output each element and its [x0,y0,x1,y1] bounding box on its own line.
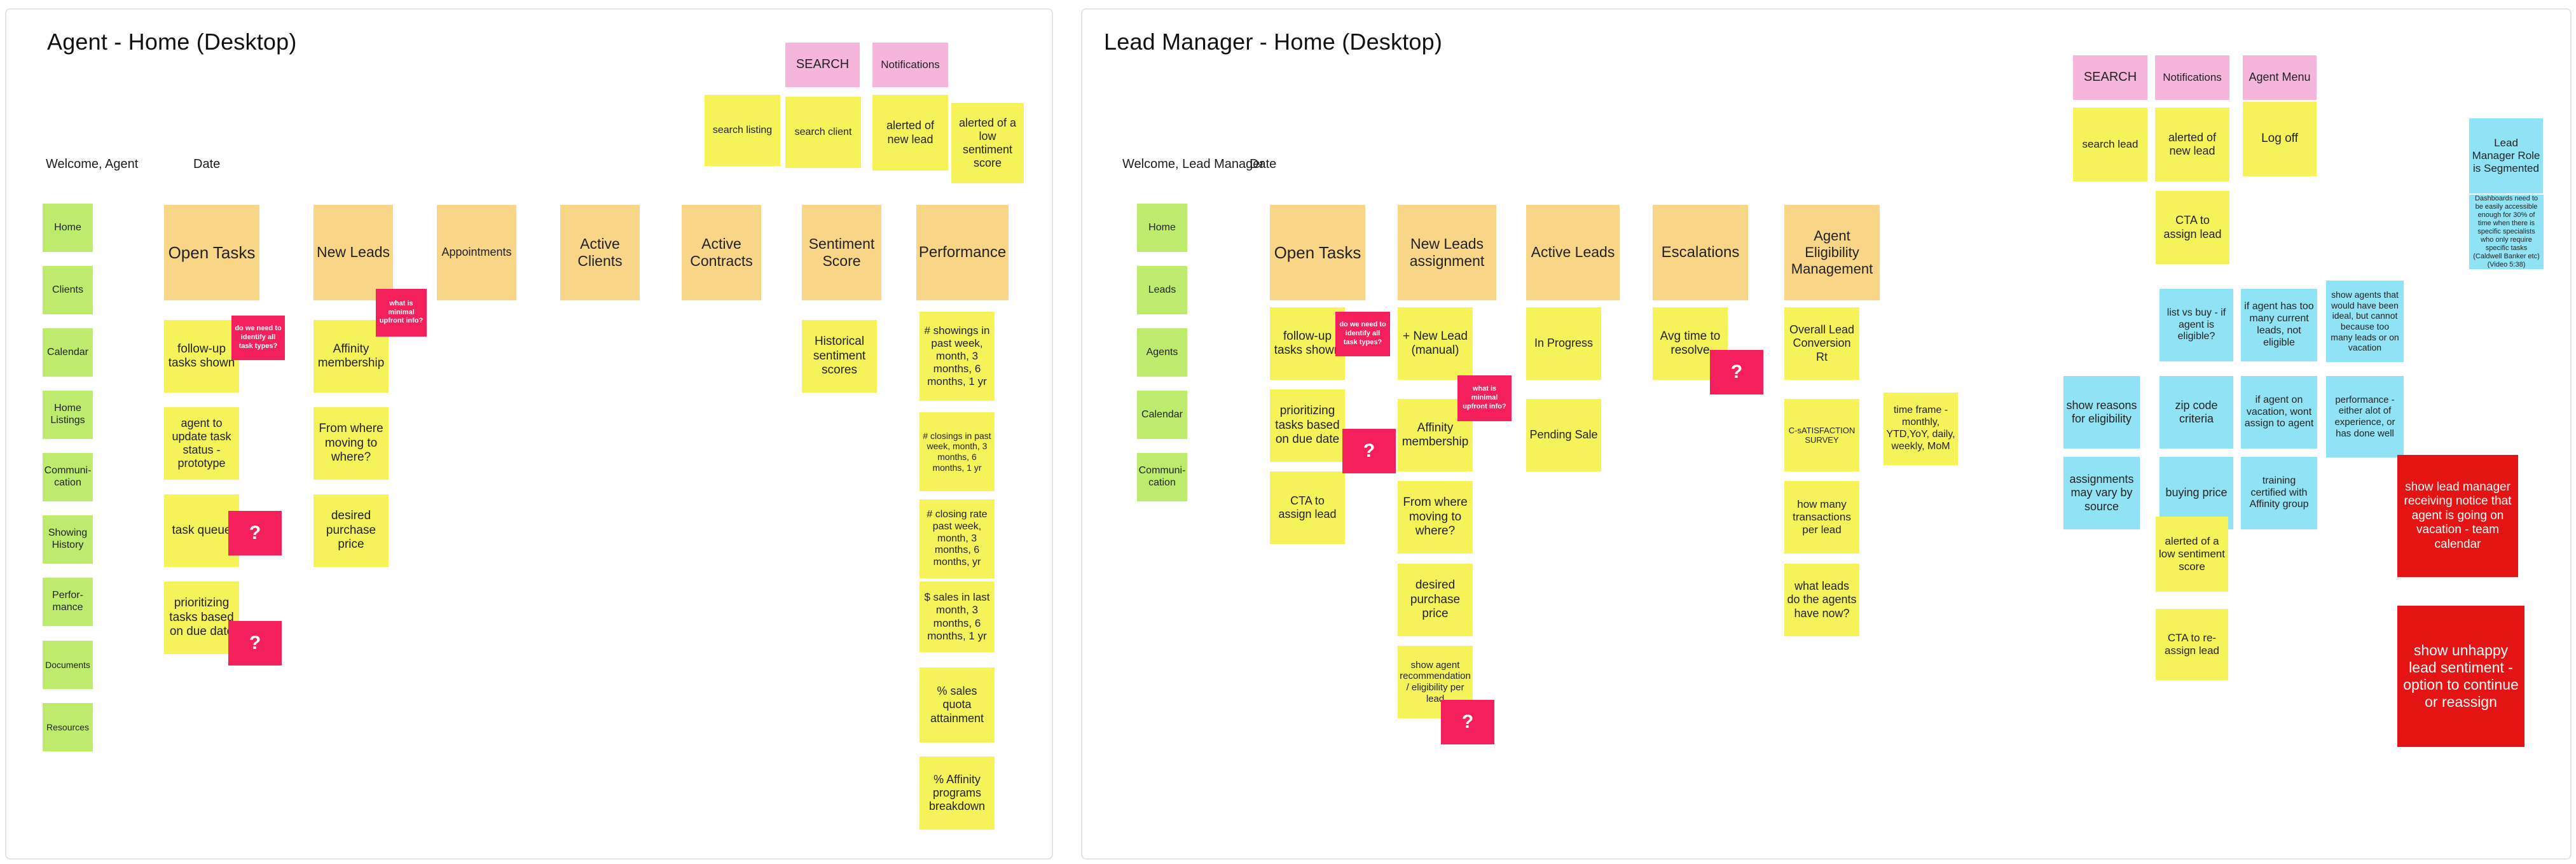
note-affinity-breakdown[interactable]: % Affinity programs breakdown [920,756,995,830]
question-task-types[interactable]: do we need to identify all task types? [231,316,285,360]
note-training-certified[interactable]: training certified with Affinity group [2241,457,2317,529]
sidebar-item-home-listings[interactable]: Home Listings [43,391,93,439]
date-label: Date [193,157,221,171]
note-alerted-new-lead[interactable]: alerted of new lead [872,95,948,171]
agent-home-panel: Agent - Home (Desktop) Welcome, Agent Dat… [5,8,1053,860]
note-closing-rate-metric[interactable]: # closing rate past week, month, 3 month… [920,499,995,578]
sidebar-item-leads[interactable]: Leads [1137,266,1187,314]
note-prioritizing-tasks[interactable]: prioritizing tasks based on due date [164,582,239,654]
note-reasons-eligibility[interactable]: show reasons for eligibility [2063,376,2140,449]
sidebar-item-documents[interactable]: Documents [43,641,93,689]
header-active-clients[interactable]: Active Clients [560,205,640,300]
note-notifications-header[interactable]: Notifications [2155,55,2229,100]
note-time-frame[interactable]: time frame - monthly, YTD,YoY, daily, we… [1884,393,1958,465]
sidebar-item-calendar[interactable]: Calendar [1137,391,1187,439]
sidebar-item-clients[interactable]: Clients [43,266,93,314]
note-closings-metric[interactable]: # closings in past week, month, 3 months… [920,412,995,491]
note-agent-menu-header[interactable]: Agent Menu [2243,55,2317,100]
note-lead-conversion-rate[interactable]: Overall Lead Conversion Rt [1784,307,1859,380]
header-active-contracts[interactable]: Active Contracts [682,205,761,300]
note-task-queue[interactable]: task queue [164,494,239,567]
page-title: Agent - Home (Desktop) [47,29,297,55]
header-open-tasks[interactable]: Open Tasks [164,205,259,300]
note-from-where-moving[interactable]: From where moving to where? [1398,481,1473,554]
note-performance-criteria[interactable]: performance - either alot of experience,… [2326,376,2404,457]
header-open-tasks[interactable]: Open Tasks [1270,205,1365,300]
lead-manager-home-panel: Lead Manager - Home (Desktop) Welcome, L… [1081,8,2572,860]
note-transactions-per-lead[interactable]: how many transactions per lead [1784,481,1859,554]
sidebar-item-communication[interactable]: Communi- cation [43,453,93,501]
sidebar-item-resources[interactable]: Resources [43,703,93,751]
sidebar-item-agents[interactable]: Agents [1137,328,1187,377]
question-mark-note[interactable]: ? [1710,350,1763,394]
note-list-vs-buy[interactable]: list vs buy - if agent is eligible? [2159,289,2233,361]
note-dashboards-accessible[interactable]: Dashboards need to be easily accessible … [2469,195,2544,269]
note-unhappy-sentiment[interactable]: show unhappy lead sentiment - option to … [2397,606,2524,747]
question-mark-note[interactable]: ? [228,621,282,665]
question-minimal-upfront-info[interactable]: what is minimal upfront info? [1457,375,1512,421]
note-agents-would-be-ideal[interactable]: show agents that would have been ideal, … [2326,281,2404,362]
note-historical-sentiment[interactable]: Historical sentiment scores [802,320,877,393]
header-new-leads-assignment[interactable]: New Leads assignment [1398,205,1496,300]
note-alerted-low-sentiment[interactable]: alerted of a low sentiment score [951,103,1024,183]
note-assignments-vary[interactable]: assignments may vary by source [2063,457,2140,529]
note-zip-code-criteria[interactable]: zip code criteria [2159,376,2233,449]
sidebar-item-communication[interactable]: Communi- cation [1137,453,1187,501]
question-minimal-upfront-info[interactable]: what is minimal upfront info? [376,289,427,337]
note-search-header[interactable]: SEARCH [2073,55,2147,100]
note-in-progress[interactable]: In Progress [1526,307,1601,380]
header-appointments[interactable]: Appointments [437,205,516,300]
note-agent-vacation[interactable]: if agent on vacation, wont assign to age… [2241,376,2317,449]
sidebar-item-home[interactable]: Home [43,204,93,252]
note-search-lead[interactable]: search lead [2073,108,2147,181]
header-active-leads[interactable]: Active Leads [1526,205,1620,300]
note-pending-sale[interactable]: Pending Sale [1526,399,1601,471]
note-desired-purchase-price[interactable]: desired purchase price [1398,564,1473,636]
welcome-text: Welcome, Agent [46,157,139,171]
note-too-many-leads[interactable]: if agent has too many current leads, not… [2241,289,2317,361]
note-search-listing[interactable]: search listing [705,95,780,166]
note-what-leads-now[interactable]: what leads do the agents have now? [1784,564,1859,636]
welcome-text: Welcome, Lead Manager [1122,157,1265,171]
note-update-task-status[interactable]: agent to update task status - prototype [164,407,239,480]
header-escalations[interactable]: Escalations [1653,205,1748,300]
note-role-segmented[interactable]: Lead Manager Role is Segmented [2469,118,2543,193]
question-mark-note[interactable]: ? [228,511,282,555]
note-cta-assign-lead[interactable]: CTA to assign lead [2156,191,2229,264]
sidebar-item-showing-history[interactable]: Showing History [43,515,93,564]
sidebar-item-performance[interactable]: Perfor- mance [43,578,93,626]
date-label: Date [1250,157,1277,171]
note-vacation-notice[interactable]: show lead manager receiving notice that … [2397,455,2518,577]
question-mark-note[interactable]: ? [1342,429,1396,473]
question-mark-note[interactable]: ? [1441,700,1494,744]
header-new-leads[interactable]: New Leads [313,205,393,300]
note-prioritizing-tasks[interactable]: prioritizing tasks based on due date [1270,389,1345,462]
note-alerted-low-sentiment[interactable]: alerted of a low sentiment score [2156,517,2228,592]
sidebar-item-calendar[interactable]: Calendar [43,328,93,377]
note-log-off[interactable]: Log off [2243,102,2317,176]
note-showings-metric[interactable]: # showings in past week, month, 3 months… [920,312,995,401]
note-sales-quota[interactable]: % sales quota attainment [920,667,995,742]
note-search-header[interactable]: SEARCH [785,43,860,87]
note-follow-up-tasks[interactable]: follow-up tasks shown [164,320,239,393]
note-notifications-header[interactable]: Notifications [872,43,948,87]
note-desired-purchase-price[interactable]: desired purchase price [313,494,389,567]
page-title: Lead Manager - Home (Desktop) [1104,29,1443,55]
note-sales-metric[interactable]: $ sales in last month, 3 months, 6 month… [920,582,995,652]
question-task-types[interactable]: do we need to identify all task types? [1335,312,1390,356]
note-from-where-moving[interactable]: From where moving to where? [313,407,389,480]
note-cta-assign-lead[interactable]: CTA to assign lead [1270,471,1345,544]
sidebar-item-home[interactable]: Home [1137,204,1187,252]
note-alerted-new-lead[interactable]: alerted of new lead [2155,108,2229,181]
note-follow-up-tasks[interactable]: follow-up tasks shown [1270,307,1345,380]
header-sentiment-score[interactable]: Sentiment Score [802,205,881,300]
header-performance[interactable]: Performance [916,205,1009,300]
note-csat-survey[interactable]: C-sATISFACTION SURVEY [1784,399,1859,471]
note-new-lead-manual[interactable]: + New Lead (manual) [1398,307,1473,380]
note-cta-reassign-lead[interactable]: CTA to re-assign lead [2156,609,2228,680]
note-search-client[interactable]: search client [785,97,861,168]
header-agent-eligibility[interactable]: Agent Eligibility Management [1784,205,1880,300]
